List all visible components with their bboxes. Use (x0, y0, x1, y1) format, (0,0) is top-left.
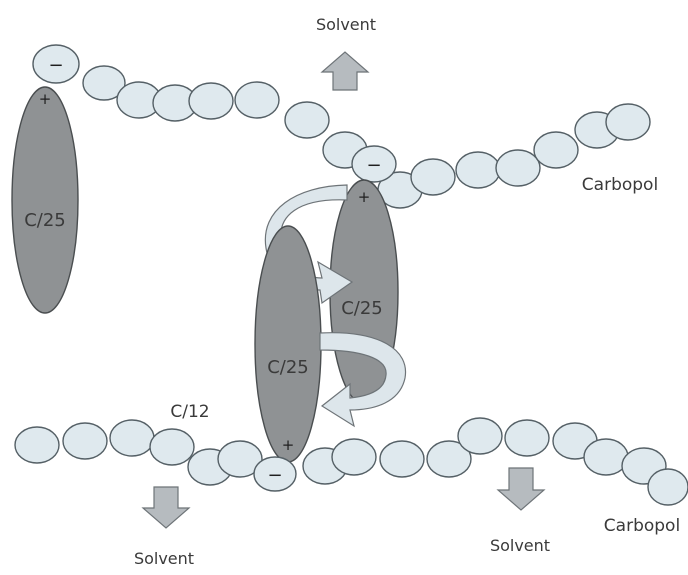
chain-bead (235, 82, 279, 118)
solvent-down-arrow-right (498, 468, 544, 510)
carbopol-label-top: Carbopol (582, 175, 658, 195)
chain-bead (411, 159, 455, 195)
chain-bead (285, 102, 329, 138)
anion-bead-top-middle: − (352, 146, 396, 182)
plus-sign: + (358, 188, 371, 206)
solvent-label-bottom-left: Solvent (134, 549, 194, 568)
chain-bead (456, 152, 500, 188)
chain-bead (332, 439, 376, 475)
chain-bead (496, 150, 540, 186)
solvent-down-arrow-left (143, 487, 189, 528)
minus-sign: − (366, 155, 381, 176)
carbopol-label-bottom: Carbopol (604, 516, 680, 536)
surfactant-label: C/25 (341, 298, 383, 319)
chain-bead (150, 429, 194, 465)
anion-bead-bottom: − (254, 457, 296, 491)
chain-bead (380, 441, 424, 477)
minus-sign: − (48, 55, 63, 76)
plus-sign: + (39, 90, 52, 108)
surfactant-label: C/25 (267, 357, 309, 378)
solvent-label-bottom-right: Solvent (490, 536, 550, 555)
chain-bead (63, 423, 107, 459)
c12-label: C/12 (170, 402, 209, 422)
solvent-label-top: Solvent (316, 15, 376, 34)
carbopol-chain-bottom (15, 418, 688, 505)
chain-bead (189, 83, 233, 119)
solvent-up-arrow (322, 52, 368, 90)
chain-bead (458, 418, 502, 454)
surfactant-middle: C/25 + (255, 226, 321, 462)
chain-bead (505, 420, 549, 456)
minus-sign: − (267, 465, 282, 486)
chain-bead (110, 420, 154, 456)
chain-bead (534, 132, 578, 168)
anion-bead-top-left: − (33, 45, 79, 83)
chain-bead (648, 469, 688, 505)
chain-bead (584, 439, 628, 475)
plus-sign: + (282, 436, 295, 454)
chain-bead (606, 104, 650, 140)
chain-bead (15, 427, 59, 463)
surfactant-left: + C/25 (12, 87, 78, 313)
surfactant-label: C/25 (24, 210, 66, 231)
